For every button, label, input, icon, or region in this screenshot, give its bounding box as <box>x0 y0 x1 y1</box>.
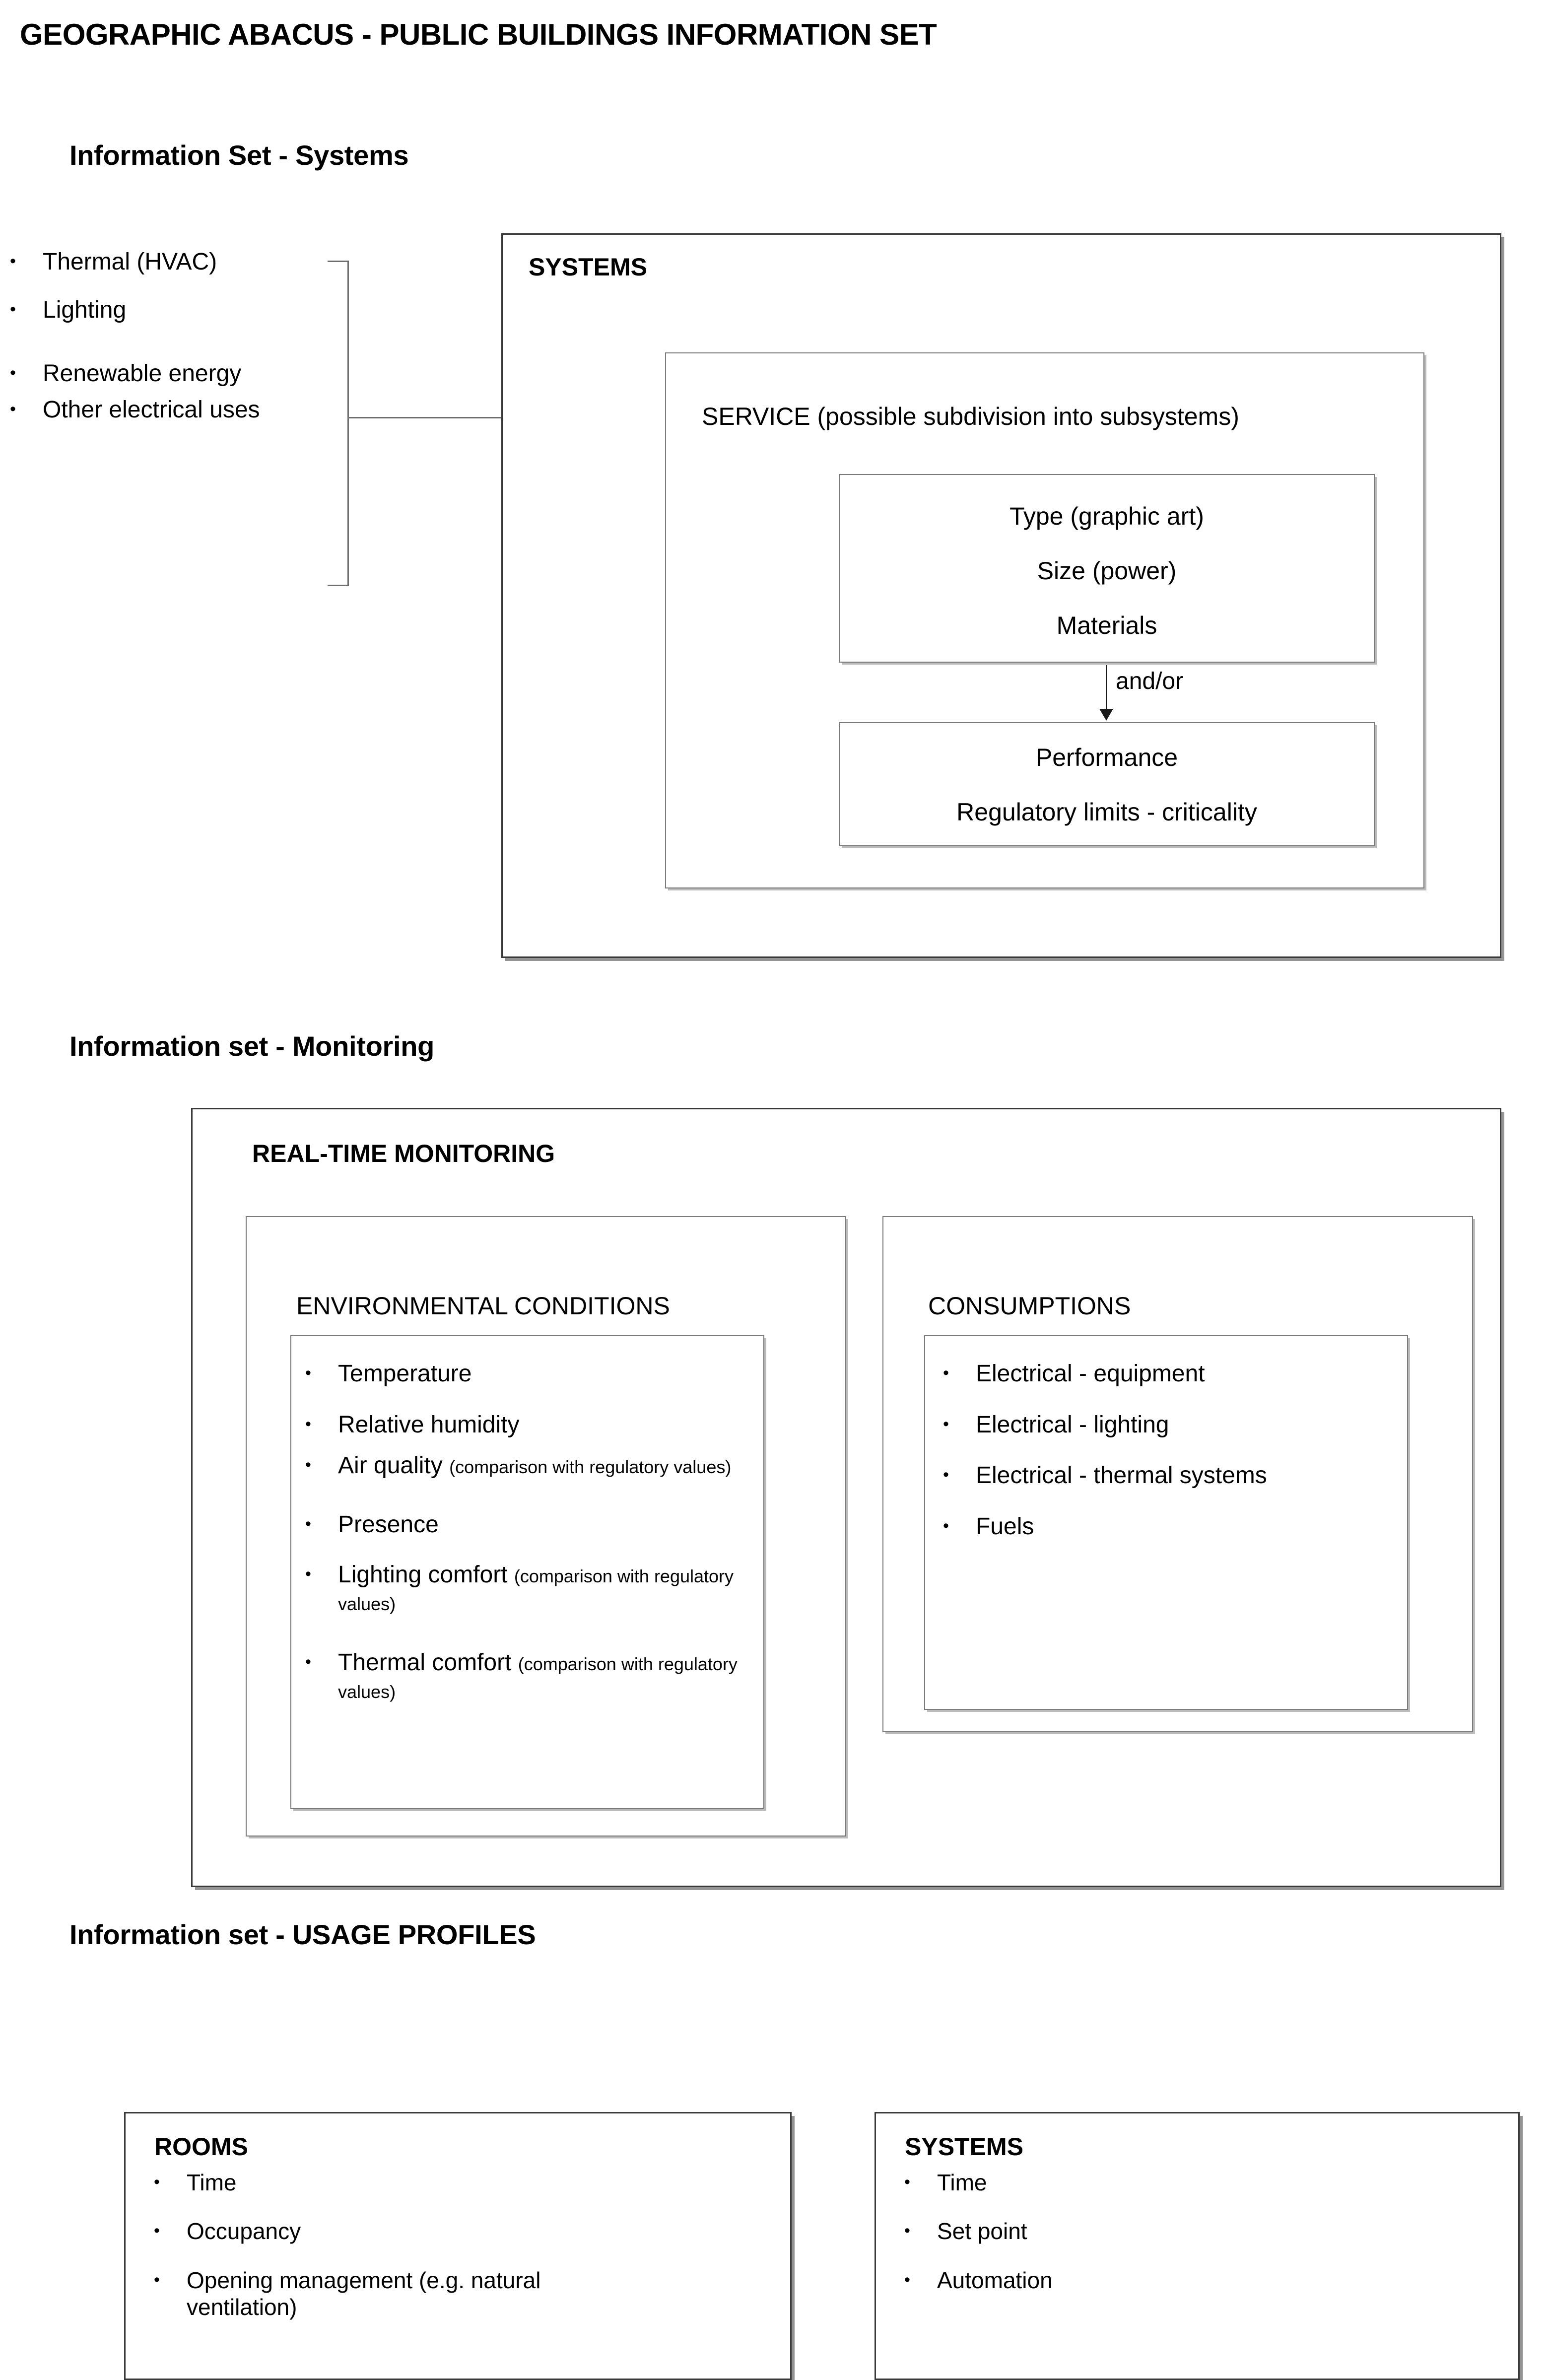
list-item: Thermal comfort (comparison with regulat… <box>300 1649 750 1705</box>
performance-box: Performance Regulatory limits - critical… <box>839 722 1375 846</box>
list-item-label: Opening management (e.g. natural ventila… <box>187 2267 541 2320</box>
attribute-type: Type (graphic art) <box>1010 502 1204 530</box>
usage-systems-label: SYSTEMS <box>905 2133 1023 2161</box>
section-heading-monitoring: Information set - Monitoring <box>69 1030 435 1062</box>
list-item-label: Electrical - lighting <box>976 1411 1169 1438</box>
bracket-upper-top-tick <box>328 261 348 262</box>
list-item-label: Other electrical uses <box>43 396 260 423</box>
list-item-label: Renewable energy <box>43 360 242 387</box>
bracket-lower-bottom-tick <box>328 585 348 586</box>
performance-title: Performance <box>1035 744 1178 771</box>
environmental-conditions-label: ENVIRONMENTAL CONDITIONS <box>296 1292 670 1320</box>
performance-detail: Regulatory limits - criticality <box>956 798 1257 826</box>
list-item: Lighting <box>5 296 323 325</box>
andor-connector-line <box>1106 665 1107 715</box>
list-item-label: Lighting comfort <box>338 1561 514 1588</box>
page-title: GEOGRAPHIC ABACUS - PUBLIC BUILDINGS INF… <box>20 18 937 51</box>
list-item-note: (comparison with regulatory values) <box>338 1565 734 1615</box>
systems-box-label: SYSTEMS <box>529 253 647 281</box>
service-attributes-box: Type (graphic art) Size (power) Material… <box>839 474 1375 663</box>
list-item: Renewable energy <box>5 360 271 388</box>
rooms-box: ROOMS <box>124 2112 792 2380</box>
list-item: Opening management (e.g. natural ventila… <box>149 2267 584 2321</box>
attribute-materials: Materials <box>1056 612 1157 639</box>
list-item: Occupancy <box>149 2218 769 2244</box>
list-item-label: Fuels <box>976 1513 1034 1540</box>
andor-label: and/or <box>1116 668 1184 694</box>
section-heading-usage-profiles: Information set - USAGE PROFILES <box>69 1919 536 1950</box>
usage-systems-list: Time Set point Automation <box>899 2169 1495 2313</box>
consumptions-label: CONSUMPTIONS <box>928 1292 1131 1320</box>
list-item-label: Time <box>937 2170 987 2195</box>
list-item-label: Time <box>187 2170 237 2195</box>
section-heading-systems: Information Set - Systems <box>69 139 409 171</box>
list-item-note: (comparison with regulatory values) <box>338 1653 738 1702</box>
list-item: Other electrical uses <box>5 396 291 424</box>
list-item: Automation <box>899 2267 1495 2294</box>
list-item: Lighting comfort (comparison with regula… <box>300 1561 750 1617</box>
list-item: Thermal (HVAC) <box>5 248 323 276</box>
usage-systems-box: SYSTEMS <box>875 2112 1520 2380</box>
list-item: Fuels <box>938 1513 1405 1541</box>
environmental-conditions-list: Temperature Relative humidity Air qualit… <box>300 1360 747 1725</box>
list-item-label: Air quality <box>338 1452 450 1479</box>
list-item-label: Thermal comfort <box>338 1649 518 1676</box>
systems-input-list: Thermal (HVAC) Lighting Renewable energy… <box>5 248 323 444</box>
bracket-upper-vertical <box>347 261 349 417</box>
list-item: Time <box>899 2169 1495 2196</box>
list-item: Air quality (comparison with regulatory … <box>300 1452 735 1480</box>
list-item: Temperature <box>300 1360 747 1388</box>
list-item-label: Presence <box>338 1511 439 1538</box>
list-item-note: (comparison with regulatory values) <box>449 1457 732 1478</box>
list-item-label: Relative humidity <box>338 1411 520 1438</box>
list-item-label: Electrical - thermal systems <box>976 1462 1267 1489</box>
list-item-label: Thermal (HVAC) <box>43 249 217 275</box>
rooms-label: ROOMS <box>154 2133 248 2161</box>
attribute-size: Size (power) <box>1037 557 1177 585</box>
list-item-label: Temperature <box>338 1360 472 1387</box>
list-item: Presence <box>300 1511 747 1539</box>
monitoring-box-label: REAL-TIME MONITORING <box>252 1140 555 1167</box>
rooms-list: Time Occupancy Opening management (e.g. … <box>149 2169 769 2340</box>
bracket-lower-vertical <box>347 418 349 586</box>
list-item-label: Set point <box>937 2218 1027 2244</box>
andor-arrow-icon <box>1099 709 1113 721</box>
consumptions-list: Electrical - equipment Electrical - ligh… <box>938 1360 1405 1561</box>
list-item: Electrical - thermal systems <box>938 1462 1405 1490</box>
list-item-label: Occupancy <box>187 2218 301 2244</box>
list-item: Set point <box>899 2218 1495 2244</box>
list-item-label: Electrical - equipment <box>976 1360 1205 1387</box>
list-item: Electrical - equipment <box>938 1360 1405 1388</box>
list-item: Time <box>149 2169 769 2196</box>
list-item: Relative humidity <box>300 1411 747 1439</box>
list-item-label: Automation <box>937 2267 1053 2293</box>
list-item-label: Lighting <box>43 296 127 323</box>
service-label: SERVICE (possible subdivision into subsy… <box>702 403 1239 430</box>
list-item: Electrical - lighting <box>938 1411 1405 1439</box>
